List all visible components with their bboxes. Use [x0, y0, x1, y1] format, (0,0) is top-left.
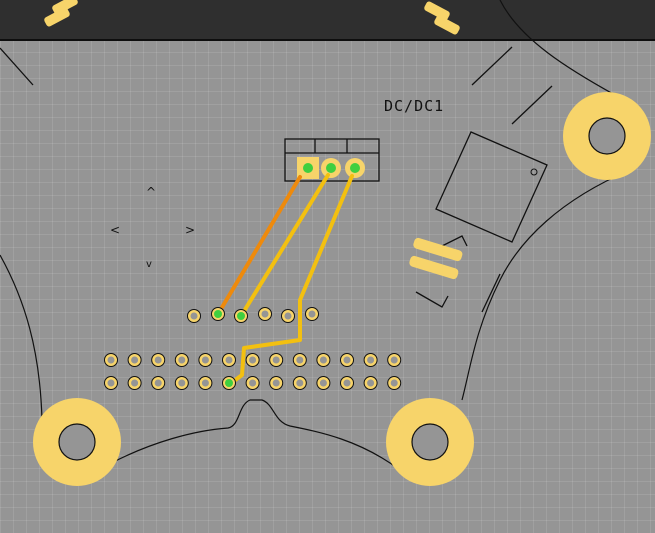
- dcdc-label: DC/DC1: [384, 97, 445, 115]
- top-left-pad-group: [44, 0, 78, 27]
- pin-hole: [154, 356, 162, 364]
- pin-hole: [367, 379, 375, 387]
- pin-hole: [343, 379, 351, 387]
- nav-up-marker: ^: [146, 185, 157, 199]
- header-row-short[interactable]: [187, 307, 319, 323]
- pin-hole: [131, 356, 139, 364]
- pin-hole: [201, 356, 209, 364]
- pad-hole: [190, 310, 316, 320]
- component-footprint[interactable]: [408, 235, 468, 308]
- mounting-hole[interactable]: [386, 398, 474, 486]
- trace-yellow[interactable]: [228, 174, 354, 386]
- board-outline-left: [0, 254, 43, 421]
- pin-hole: [272, 379, 280, 387]
- board-outline-bottom: [94, 399, 401, 473]
- pin-hole: [107, 356, 115, 364]
- trace-yellow[interactable]: [239, 173, 330, 318]
- pin-hole: [296, 356, 304, 364]
- mounting-hole[interactable]: [563, 92, 651, 180]
- nav-left-marker: <: [110, 223, 121, 237]
- pin-hole: [201, 379, 209, 387]
- pin-hole: [154, 379, 162, 387]
- trace-orange[interactable]: [216, 175, 302, 316]
- pin-hole: [390, 356, 398, 364]
- pin-hole: [131, 379, 139, 387]
- silk-stroke: [511, 85, 553, 125]
- header-2x13[interactable]: [104, 353, 402, 390]
- pin-hole: [225, 379, 233, 387]
- pin-hole: [249, 356, 257, 364]
- pin-hole: [272, 356, 280, 364]
- board-outline-right: [461, 169, 631, 401]
- silk-stroke: [481, 273, 501, 313]
- silk-stroke: [0, 47, 34, 86]
- board-frame-edge: [0, 0, 655, 40]
- pin-hole: [367, 356, 375, 364]
- ic-footprint[interactable]: [435, 131, 548, 243]
- pin-hole: [319, 379, 327, 387]
- pin-hole: [225, 356, 233, 364]
- pin-hole: [178, 379, 186, 387]
- dc-dc-connector[interactable]: [284, 138, 380, 182]
- mounting-hole[interactable]: [33, 398, 121, 486]
- nav-right-marker: >: [185, 223, 196, 237]
- nav-down-marker: v: [146, 259, 152, 270]
- pin-hole: [296, 379, 304, 387]
- pin-hole: [390, 379, 398, 387]
- top-right-pad-group: [424, 1, 460, 35]
- silk-stroke: [471, 46, 513, 86]
- pin-hole: [249, 379, 257, 387]
- pin-hole: [319, 356, 327, 364]
- pin-hole: [343, 356, 351, 364]
- pin-hole: [107, 379, 115, 387]
- pin-hole: [178, 356, 186, 364]
- board-outline: [499, 0, 616, 96]
